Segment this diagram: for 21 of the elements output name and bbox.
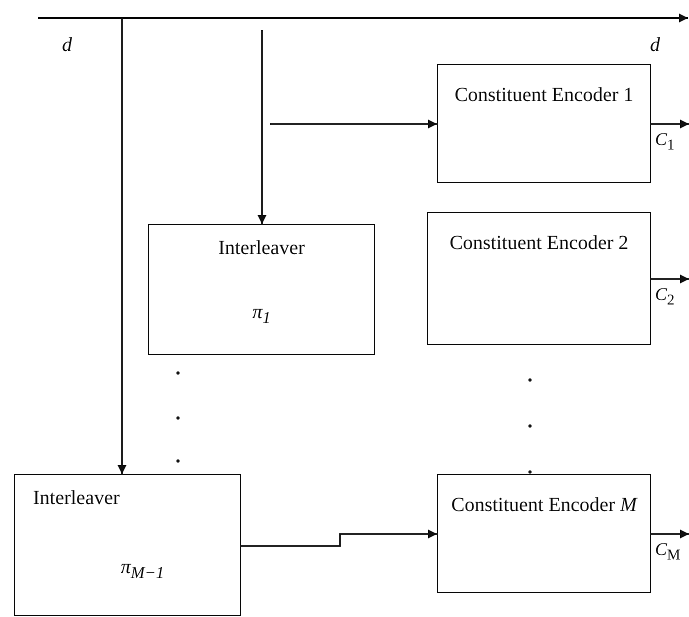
arrow	[651, 274, 689, 284]
arrow	[270, 120, 437, 128]
encoder-box	[437, 64, 651, 183]
arrow	[651, 530, 689, 538]
node-label: π$_{M−1}$	[120, 556, 166, 583]
signal-label: d	[650, 34, 660, 57]
encoder-box	[437, 474, 651, 593]
node-label: π$_{1}$	[251, 300, 272, 328]
node-label: Constituent Encoder 2	[448, 231, 630, 256]
encoder-box	[427, 212, 651, 345]
signal-label: d	[62, 34, 72, 57]
arrow	[258, 30, 266, 224]
node-label: Interleaver	[217, 237, 306, 260]
arrow	[651, 120, 689, 128]
interleaver-box	[14, 474, 241, 616]
arrow	[118, 18, 126, 474]
interleaver-box	[148, 224, 375, 355]
arrow	[241, 530, 437, 547]
node-label: Constituent Encoder M	[450, 493, 639, 518]
node-label: Interleaver	[33, 487, 120, 510]
node-label: Constituent Encoder 1	[454, 83, 634, 108]
